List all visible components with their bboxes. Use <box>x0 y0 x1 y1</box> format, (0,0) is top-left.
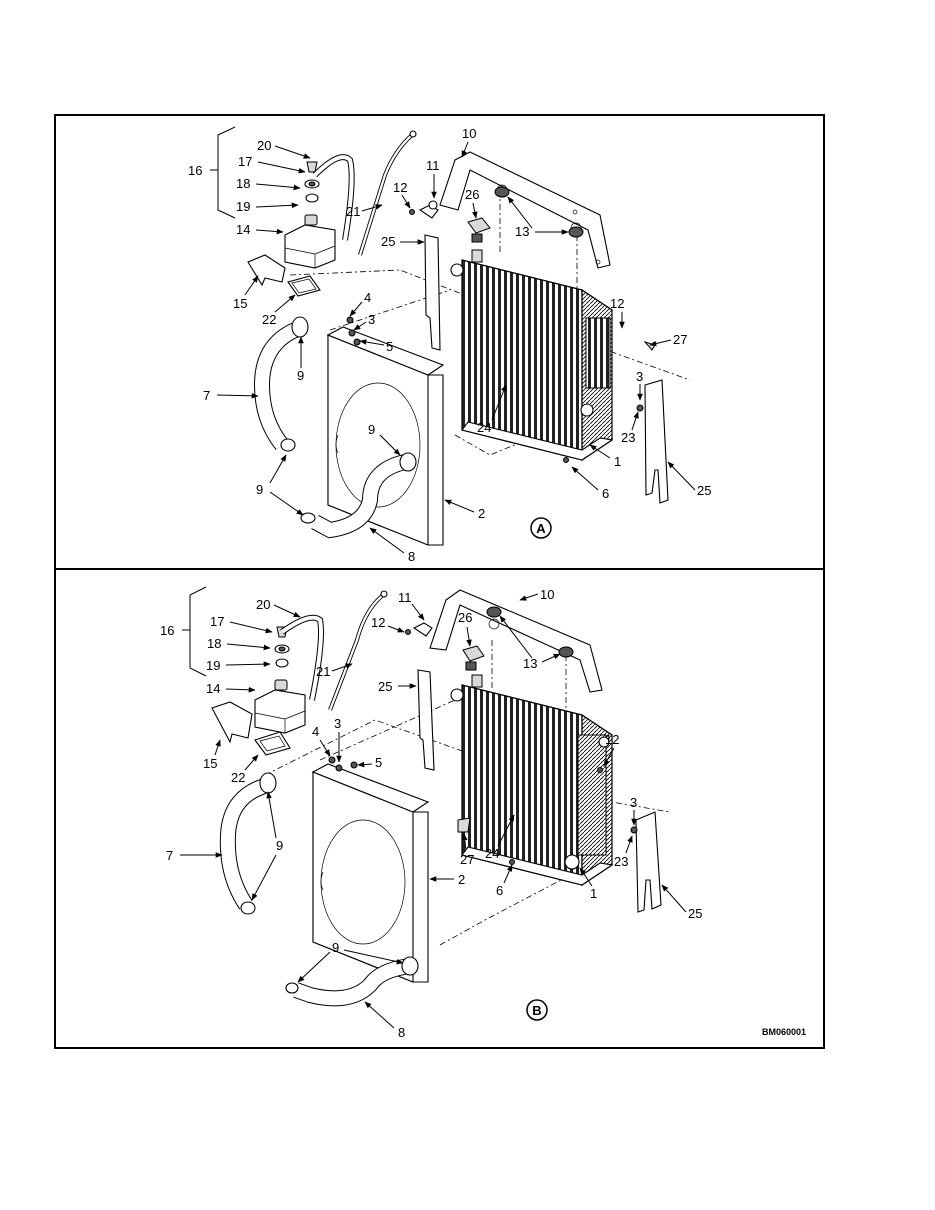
callout-b-8: 8 <box>398 1025 405 1040</box>
callout-a-14: 14 <box>236 222 250 237</box>
callout-b-22: 22 <box>231 770 245 785</box>
callout-a-24: 24 <box>477 420 491 435</box>
callout-b-3-right: 3 <box>630 795 637 810</box>
callout-a-19: 19 <box>236 199 250 214</box>
view-b-badge-label: B <box>532 1003 541 1018</box>
callout-a-26: 26 <box>465 187 479 202</box>
callout-a-25-right: 25 <box>697 483 711 498</box>
callout-b-18: 18 <box>207 636 221 651</box>
callout-a-3: 3 <box>368 312 375 327</box>
callout-b-6: 6 <box>496 883 503 898</box>
view-a-panel: 16 20 17 18 19 14 21 15 22 4 3 5 7 9 9 9… <box>188 126 711 564</box>
callout-b-17: 17 <box>210 614 224 629</box>
callout-a-20: 20 <box>257 138 271 153</box>
callout-a-1: 1 <box>614 454 621 469</box>
callout-b-25-top: 25 <box>378 679 392 694</box>
view-a-badge <box>530 517 552 539</box>
view-b-badge <box>526 999 548 1021</box>
callout-b-23: 23 <box>614 854 628 869</box>
callout-b-25-right: 25 <box>688 906 702 921</box>
callout-b-1: 1 <box>590 886 597 901</box>
callout-b-21: 21 <box>316 664 330 679</box>
callout-a-15: 15 <box>233 296 247 311</box>
view-b-panel: 16 20 17 18 19 14 21 15 22 4 3 5 7 9 9 8… <box>160 586 702 1040</box>
callout-b-4: 4 <box>312 724 319 739</box>
callout-a-13: 13 <box>515 224 529 239</box>
callout-b-10: 10 <box>540 587 554 602</box>
callout-b-15: 15 <box>203 756 217 771</box>
mounting-bracket-10-b <box>429 589 603 693</box>
callout-b-19: 19 <box>206 658 220 673</box>
callout-a-5: 5 <box>386 339 393 354</box>
callout-b-14: 14 <box>206 681 220 696</box>
callout-b-11: 11 <box>398 590 412 605</box>
callout-a-25-top: 25 <box>381 234 395 249</box>
callout-b-27: 27 <box>460 852 474 867</box>
callout-a-3-right: 3 <box>636 369 643 384</box>
callout-b-26: 26 <box>458 610 472 625</box>
callout-b-5: 5 <box>375 755 382 770</box>
callout-a-12-right: 12 <box>610 296 624 311</box>
callout-a-6: 6 <box>602 486 609 501</box>
callout-a-21: 21 <box>346 204 360 219</box>
callout-a-10: 10 <box>462 126 476 141</box>
callout-b-12-top: 12 <box>371 615 385 630</box>
callout-a-11: 11 <box>426 158 440 173</box>
callout-a-2: 2 <box>478 506 485 521</box>
callout-b-13: 13 <box>523 656 537 671</box>
callout-b-7: 7 <box>166 848 173 863</box>
callout-a-9-right: 9 <box>368 422 375 437</box>
callout-a-18: 18 <box>236 176 250 191</box>
figure-border <box>54 114 825 1049</box>
callout-a-9-left: 9 <box>256 482 263 497</box>
callout-b-2: 2 <box>458 872 465 887</box>
figure-code: BM060001 <box>762 1027 806 1037</box>
callout-b-9-bottom: 9 <box>332 940 339 955</box>
callout-b-9-left: 9 <box>276 838 283 853</box>
callout-a-23: 23 <box>621 430 635 445</box>
callout-a-27: 27 <box>673 332 687 347</box>
callout-a-7: 7 <box>203 388 210 403</box>
hose-21-b <box>328 593 385 711</box>
mounting-bracket-10 <box>439 151 611 269</box>
callout-a-16: 16 <box>188 163 202 178</box>
callout-a-17: 17 <box>238 154 252 169</box>
callout-b-12-right: 12 <box>605 732 619 747</box>
view-a-badge-label: A <box>536 521 546 536</box>
callout-b-20: 20 <box>256 597 270 612</box>
callout-a-4: 4 <box>364 290 371 305</box>
callout-b-16: 16 <box>160 623 174 638</box>
callout-a-8: 8 <box>408 549 415 564</box>
callout-a-22: 22 <box>262 312 276 327</box>
callout-a-9-top: 9 <box>297 368 304 383</box>
callout-b-24: 24 <box>485 846 499 861</box>
callout-b-3: 3 <box>334 716 341 731</box>
callout-a-12-top: 12 <box>393 180 407 195</box>
